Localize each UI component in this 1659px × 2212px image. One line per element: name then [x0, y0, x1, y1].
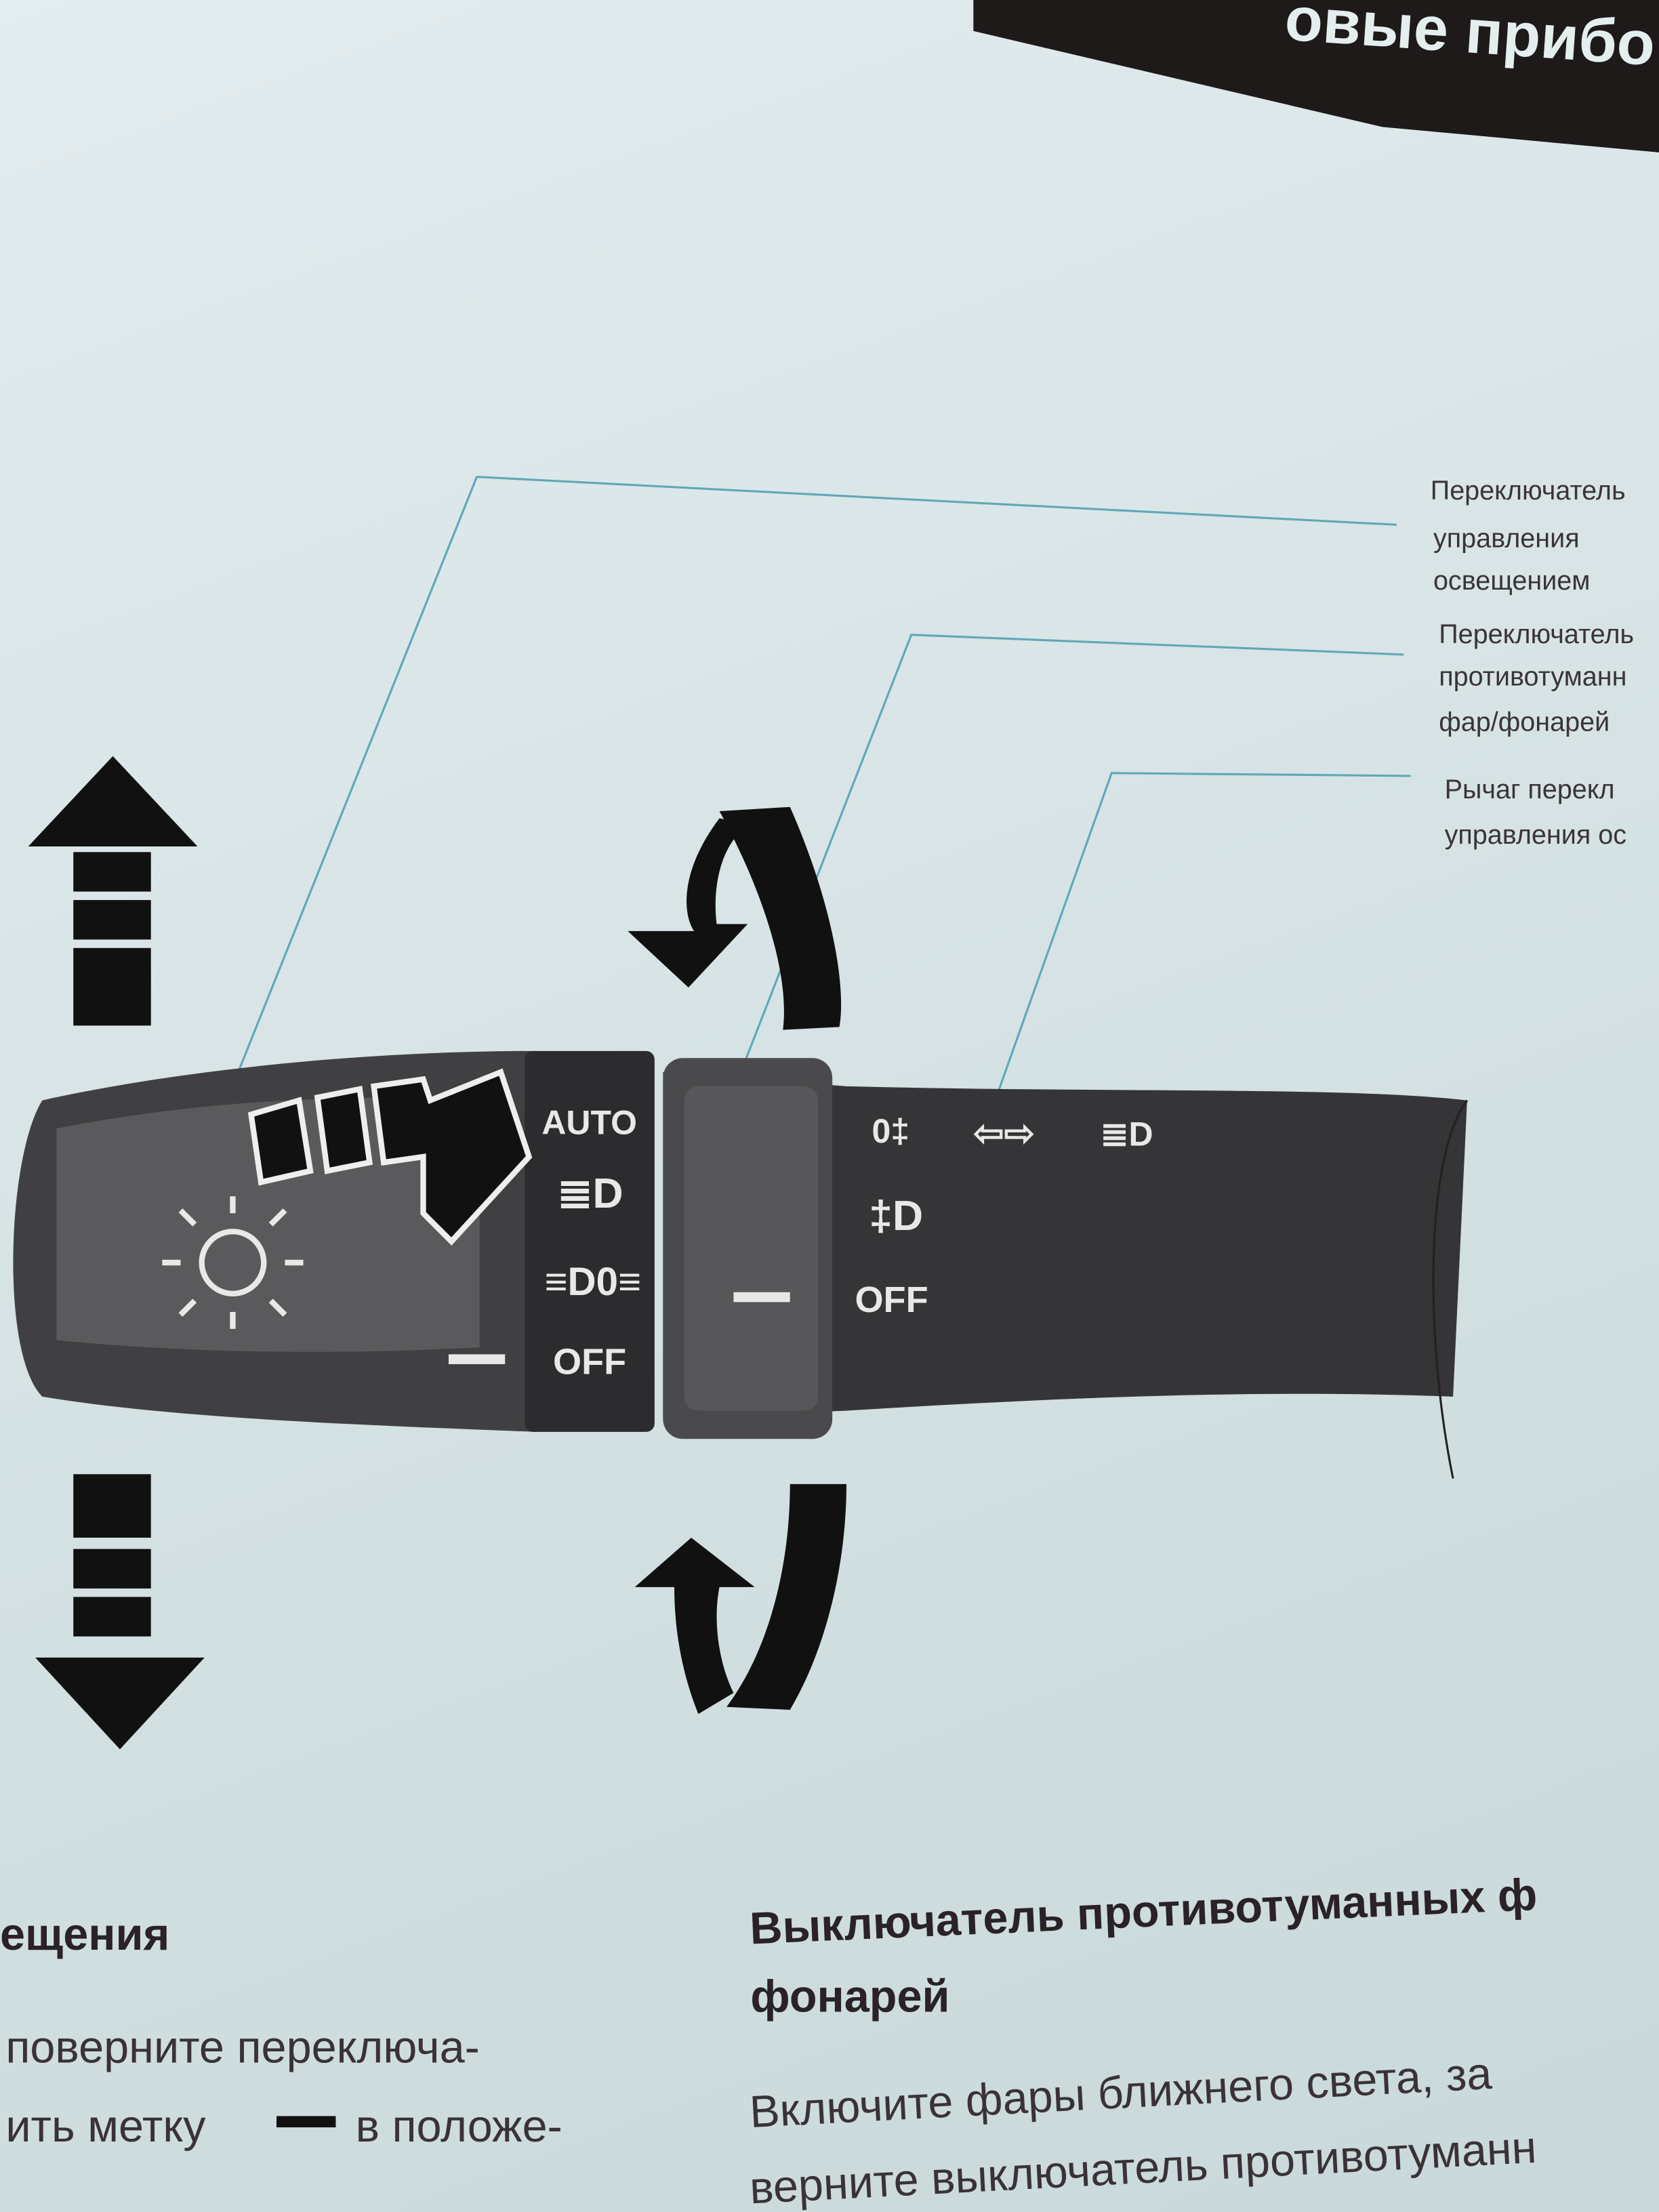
light-switch-ring[interactable]	[525, 1050, 655, 1432]
rotate-up-arrow-icon	[628, 806, 842, 1030]
fog-switch-face	[684, 1086, 819, 1411]
position-off: OFF	[553, 1342, 626, 1382]
header-band	[973, 0, 1659, 152]
callout-fog-switch-2: противотуманн	[1439, 662, 1626, 692]
position-auto: AUTO	[541, 1104, 637, 1142]
column-edge	[1432, 1099, 1469, 1479]
rotate-down-arrow-icon	[634, 1483, 846, 1715]
high-beam-icon: ≣D	[1101, 1115, 1153, 1153]
headlight-icon: ≣D	[557, 1170, 623, 1217]
callout-light-switch-1: Переключатель	[1431, 476, 1626, 506]
left-line-1: поверните переключа-	[5, 2022, 480, 2072]
callout-light-switch-3: освещением	[1433, 566, 1591, 596]
callout-lever-1: Рычаг перекл	[1445, 775, 1615, 804]
left-line-2: ить метку	[5, 2102, 206, 2152]
rear-fog-icon: 0‡	[872, 1112, 909, 1150]
right-heading-2: фонарей	[750, 1971, 949, 2022]
mark-indicator	[448, 1354, 506, 1364]
right-line-2: верните выключатель противотуманн	[748, 2123, 1538, 2212]
left-line-3: в положе-	[356, 2102, 562, 2152]
left-heading: ещения	[0, 1910, 169, 1960]
fog-mark-indicator	[733, 1292, 790, 1303]
lever-shaft	[663, 1072, 1467, 1418]
right-heading-1: Выключатель противотуманных ф	[749, 1870, 1538, 1954]
light-bulb-icon	[162, 1196, 304, 1329]
down-arrow-icon	[35, 1474, 205, 1750]
fog-position-off: OFF	[855, 1279, 928, 1320]
push-arrow-icon	[247, 1068, 533, 1246]
lever-tip-face	[56, 1097, 480, 1352]
callout-light-switch-2: управления	[1433, 524, 1580, 554]
front-fog-icon: ‡D	[869, 1192, 923, 1240]
callout-lever-2: управления ос	[1445, 820, 1626, 850]
parking-light-icon: ≡D0≡	[545, 1260, 641, 1304]
turn-signal-icon: ⇦⇨	[973, 1113, 1035, 1153]
callout-fog-switch-3: фар/фонарей	[1439, 707, 1610, 737]
inline-mark-icon	[276, 2116, 336, 2128]
callout-fog-switch-1: Переключатель	[1439, 619, 1634, 649]
right-line-1: Включите фары ближнего света, за	[748, 2049, 1494, 2137]
up-arrow-icon	[28, 756, 198, 1026]
